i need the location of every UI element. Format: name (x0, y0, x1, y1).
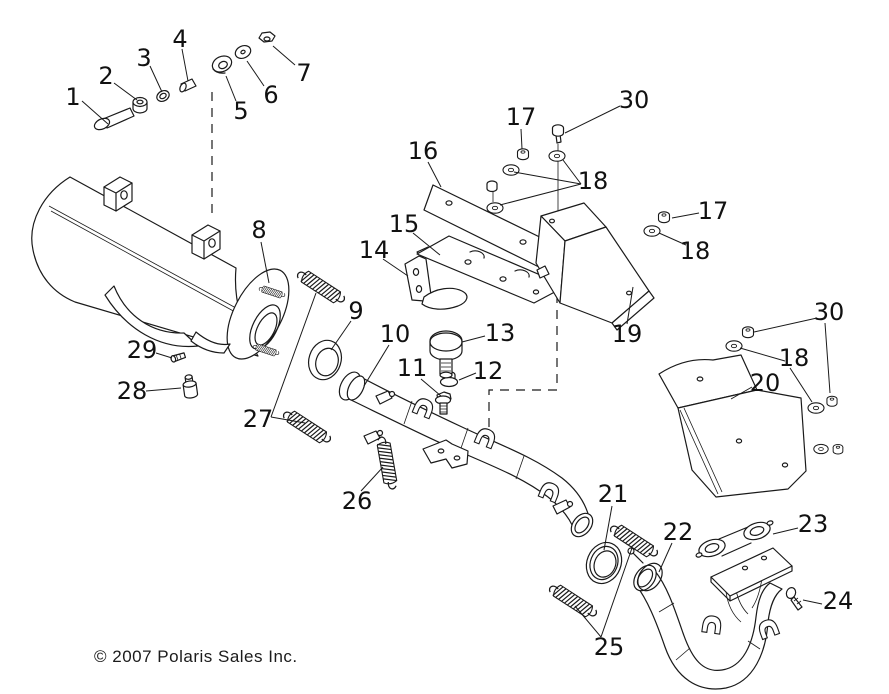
callout-26: 26 (342, 487, 373, 515)
part-spacer-4 (179, 78, 197, 93)
callout-5: 5 (233, 97, 248, 125)
part-cap-13 (429, 330, 463, 379)
part-screw-24 (785, 587, 803, 611)
part-bushing-28 (182, 374, 199, 399)
part-heat-shield-19 (535, 202, 655, 331)
callout-1: 1 (65, 83, 80, 111)
muffler-mount-clip (191, 224, 221, 260)
part-washer-2 (132, 96, 148, 114)
callout-14: 14 (359, 236, 390, 264)
callout-28: 28 (117, 377, 148, 405)
callout-8: 8 (251, 216, 266, 244)
callout-23: 23 (798, 510, 829, 538)
callout-17: 17 (506, 103, 537, 131)
callout-29: 29 (127, 336, 158, 364)
callout-labels: 1 2 3 4 5 6 7 8 9 10 11 12 13 14 15 16 1… (65, 25, 853, 661)
callout-11: 11 (397, 354, 428, 382)
callout-7: 7 (296, 59, 311, 87)
leader-lines (81, 45, 831, 638)
callout-6: 6 (263, 81, 278, 109)
part-ring-3 (156, 89, 170, 103)
callout-19: 19 (612, 320, 643, 348)
part-middle-pipe-10 (338, 371, 594, 538)
callout-17: 17 (698, 197, 729, 225)
part-spring-27 (294, 266, 348, 308)
callout-4: 4 (172, 25, 187, 53)
part-bolt-small (486, 180, 498, 193)
part-bolt-1 (93, 107, 135, 131)
part-grommet-5 (211, 55, 233, 74)
copyright-text: © 2007 Polaris Sales Inc. (94, 647, 298, 666)
callout-18: 18 (680, 237, 711, 265)
callout-22: 22 (663, 518, 694, 546)
part-rivet-29 (170, 352, 187, 363)
callout-12: 12 (473, 357, 504, 385)
callout-20: 20 (750, 369, 781, 397)
callout-24: 24 (823, 587, 854, 615)
callout-30: 30 (619, 86, 650, 114)
muffler-mount-clip (103, 176, 133, 212)
reference-dashed-lines (211, 92, 558, 442)
part-nut-7 (258, 31, 276, 43)
part-bracket-14 (404, 246, 468, 310)
part-spring-27 (280, 406, 334, 448)
part-bolt-30 (551, 124, 565, 144)
callout-27: 27 (243, 405, 274, 433)
part-seal-9 (307, 339, 343, 381)
callout-3: 3 (136, 44, 151, 72)
callout-13: 13 (485, 319, 516, 347)
part-nut-17 (516, 148, 530, 161)
hardware-group-left (486, 124, 566, 214)
callout-2: 2 (98, 62, 113, 90)
part-spring-25 (546, 580, 600, 622)
part-washer-6 (234, 44, 252, 60)
callout-18: 18 (578, 167, 609, 195)
callout-15: 15 (389, 210, 420, 238)
part-washer-18 (643, 225, 661, 237)
callout-18: 18 (779, 344, 810, 372)
callout-25: 25 (594, 633, 625, 661)
callout-16: 16 (408, 137, 439, 165)
part-heat-shield-20 (658, 354, 807, 498)
part-bolt-11 (434, 391, 452, 415)
part-header-pipe-22 (627, 547, 793, 690)
callout-10: 10 (380, 320, 411, 348)
part-muffler (31, 176, 290, 360)
callout-30: 30 (814, 298, 845, 326)
callout-9: 9 (348, 297, 363, 325)
part-gasket-23 (695, 520, 774, 558)
callout-21: 21 (598, 480, 629, 508)
part-spring-26 (375, 435, 399, 491)
part-nut-17 (657, 211, 671, 224)
part-gasket-21 (585, 541, 623, 585)
